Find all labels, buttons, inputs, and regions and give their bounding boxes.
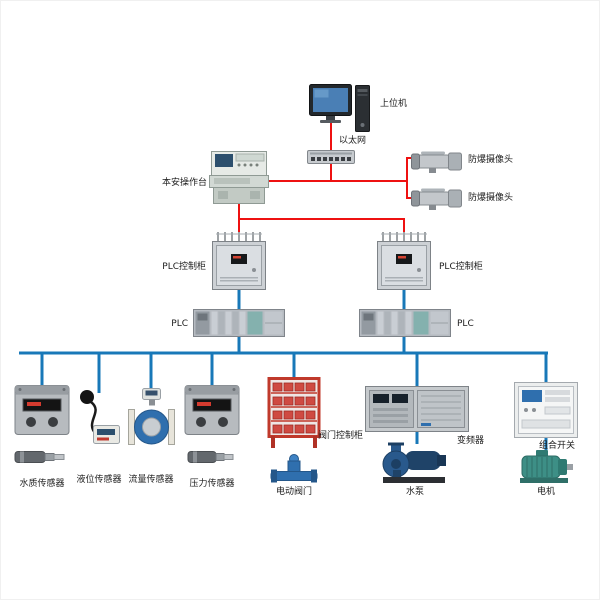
node-motor [518,449,574,485]
electric-valve-label: 电动阀门 [275,487,313,497]
node-host-computer [309,84,371,134]
node-pressure-sensor [184,381,240,438]
pressure-sensor-label: 压力传感器 [189,479,235,489]
level-sensor-graphic [80,390,120,444]
node-plc-cabinet-left [210,230,268,292]
node-pressure-probe [187,447,235,467]
level-sensor-label: 液位传感器 [76,475,122,485]
console-label: 本安操作台 [161,178,207,188]
inverter-graphic [365,386,469,432]
plc-left-label: PLC [171,319,188,329]
node-combination-switch [514,382,578,438]
node-electric-valve [270,453,318,485]
camera-2-label: 防爆摄像头 [468,193,514,203]
console-graphic [209,151,269,204]
node-water-quality-probe [14,447,66,467]
water-quality-probe-graphic [14,451,65,463]
ethernet-label: 以太网 [339,136,367,146]
water-pump-label: 水泵 [405,487,425,497]
plc-cabinet-right-graphic [377,232,431,290]
node-camera-2 [411,185,463,211]
plc-cabinet-left-label: PLC控制柜 [162,262,206,272]
camera-1-label: 防爆摄像头 [468,155,514,165]
plc-cabinet-right-label: PLC控制柜 [439,262,483,272]
camera-2-graphic [411,188,462,210]
motor-graphic [520,450,573,483]
flow-sensor-graphic [128,388,175,445]
node-camera-1 [411,148,463,174]
flow-sensor-label: 流量传感器 [128,475,174,485]
water-pump-graphic [382,442,446,483]
camera-1-graphic [411,151,462,173]
node-flow-sensor [128,387,175,449]
electric-valve-graphic [270,454,318,483]
node-ethernet-switch [307,150,355,164]
valve-control-cabinet-label: 阀门控制柜 [318,431,364,441]
inverter-label: 变频器 [457,436,485,446]
water-quality-sensor-graphic [14,385,70,435]
node-valve-control-cabinet [264,376,324,450]
node-water-pump [381,442,449,484]
node-plc-left [193,307,285,339]
plc-right-label: PLC [457,319,474,329]
water-quality-sensor-label: 水质传感器 [19,479,65,489]
node-plc-cabinet-right [375,230,433,292]
plc-right-graphic [359,309,451,337]
host-label: 上位机 [380,99,408,109]
ethernet-switch-graphic [307,150,355,164]
combination-switch-graphic [514,382,578,438]
node-console [209,151,269,207]
node-level-sensor [78,388,122,446]
node-water-quality-sensor [14,381,70,438]
node-inverter [365,386,469,432]
combination-switch-label: 组合开关 [539,441,576,451]
motor-label: 电机 [536,487,556,497]
pressure-sensor-graphic [184,385,240,435]
fieldbus-wires [19,290,548,451]
plc-cabinet-left-graphic [212,232,266,290]
ethernet-wires [238,122,414,232]
valve-control-cabinet-graphic [267,377,321,448]
host-computer-graphic [309,84,370,132]
node-plc-right [359,307,451,339]
pressure-probe-graphic [187,451,234,463]
plc-left-graphic [193,309,285,337]
